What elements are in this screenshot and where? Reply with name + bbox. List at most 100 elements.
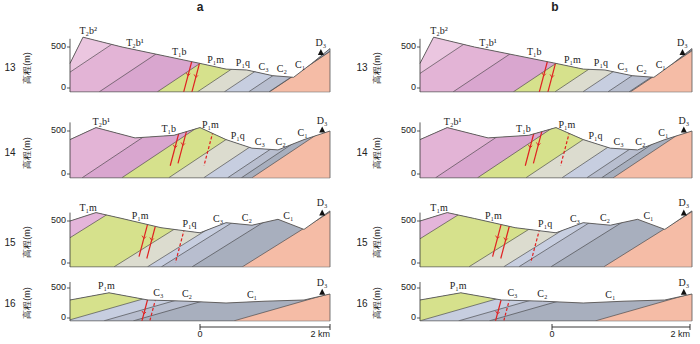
section-body <box>415 71 700 188</box>
section-marker <box>318 49 324 55</box>
axis-tick <box>67 288 70 289</box>
tick-label: 500 <box>401 216 416 226</box>
fault-line <box>501 224 510 258</box>
section-edge <box>692 294 693 321</box>
formation-label: T₂b¹ <box>479 37 497 48</box>
axis-tick <box>67 131 70 132</box>
formation-label: C₃ <box>570 213 580 224</box>
formation-label: P₁q <box>594 57 608 68</box>
topography-line <box>420 211 692 233</box>
section-body <box>392 0 700 102</box>
formation-band <box>23 161 193 267</box>
formation-band <box>415 71 686 178</box>
section-marker <box>681 209 687 215</box>
fault-line <box>139 298 148 332</box>
axis-tick <box>417 47 420 48</box>
formation-label: T₁m <box>80 202 97 213</box>
tick-label: 0 <box>61 169 66 179</box>
formation-label: D₃ <box>678 277 689 288</box>
formation-band <box>415 161 700 267</box>
fault-arrow <box>186 73 190 76</box>
tick-label: 0 <box>411 258 416 268</box>
formation-label: C₃ <box>259 61 269 72</box>
section-body <box>375 161 700 277</box>
formation-band <box>415 71 700 178</box>
section-base <box>70 178 330 179</box>
formation-band <box>415 228 700 321</box>
axis-tick <box>417 174 420 175</box>
fault-line <box>139 223 148 257</box>
axis-title: 高程(m) <box>373 226 383 258</box>
fault-line <box>561 132 570 166</box>
tick-label: 0 <box>61 83 66 93</box>
formation-band <box>65 0 382 92</box>
fault-line <box>147 224 156 258</box>
axis-tick <box>67 174 70 175</box>
formation-band <box>415 228 700 321</box>
section-base <box>70 267 330 268</box>
row-number: 13 <box>4 62 15 73</box>
formation-label: D₃ <box>317 115 328 126</box>
formation-label: C₁ <box>605 289 615 300</box>
axis-title: 高程(m) <box>373 137 383 169</box>
formation-band <box>415 71 700 178</box>
fault-arrow <box>142 236 146 239</box>
axis-tick <box>67 318 70 319</box>
row-number: 14 <box>4 147 15 158</box>
axis-title: 高程(m) <box>373 287 383 319</box>
formation-label: C₁ <box>247 289 257 300</box>
formation-label: D₃ <box>678 197 689 208</box>
formation-band <box>415 71 638 178</box>
fault-line <box>178 129 187 163</box>
formation-band <box>65 228 391 321</box>
fault-arrow <box>504 237 508 240</box>
row-number: 16 <box>4 298 15 309</box>
axis-tick <box>417 88 420 89</box>
section-body <box>23 161 412 277</box>
row-number: 16 <box>356 298 367 309</box>
formation-label: T₂b¹ <box>92 116 110 127</box>
fault-arrow <box>150 237 154 240</box>
panel-letter: a <box>197 1 204 14</box>
formation-label: P₁q <box>231 130 245 141</box>
formation-label: P₁m <box>558 119 575 130</box>
formation-label: P₁m <box>202 119 219 130</box>
formation-band <box>65 71 329 178</box>
section-body <box>415 228 700 332</box>
formation-label: P₁m <box>207 54 224 65</box>
section-base <box>420 92 692 93</box>
scale-bar <box>552 327 690 328</box>
topography-line <box>420 37 692 77</box>
panel-letter: b <box>551 1 558 14</box>
formation-label: P₁q <box>588 130 602 141</box>
fault-line <box>170 132 179 166</box>
axis-tick <box>67 221 70 222</box>
section-edge <box>692 49 693 92</box>
formation-band <box>415 71 700 178</box>
scale-label: 0 <box>197 330 202 340</box>
formation-label: C₃ <box>153 287 163 298</box>
formation-label: C₃ <box>613 136 623 147</box>
topography-line <box>70 211 330 233</box>
formation-label: C₂ <box>182 288 192 299</box>
section-base <box>420 178 692 179</box>
formation-label: D₃ <box>316 37 327 48</box>
formation-band <box>65 71 388 178</box>
formation-band <box>65 228 458 321</box>
section-edge <box>692 131 693 178</box>
formation-label: P₁m <box>564 54 581 65</box>
fault-arrow <box>528 145 532 148</box>
formation-label: C₁ <box>283 210 293 221</box>
formation-label: T₁b <box>527 46 542 57</box>
formation-label: D₃ <box>678 115 689 126</box>
formation-band <box>415 228 700 321</box>
formation-label: C₁ <box>298 127 308 138</box>
fault-line <box>183 60 192 94</box>
section-marker <box>319 289 325 295</box>
fault-arrow <box>194 74 198 77</box>
axis-tick <box>417 263 420 264</box>
formation-band <box>65 71 242 178</box>
formation-band <box>65 71 282 178</box>
axis-tick <box>417 131 420 132</box>
